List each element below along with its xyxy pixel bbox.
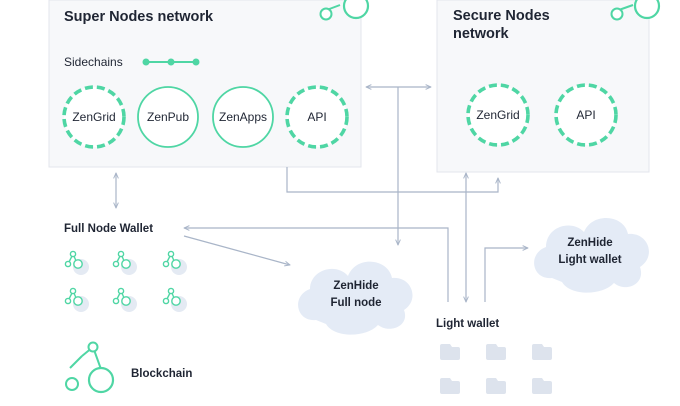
node-zengrid: ZenGrid	[62, 85, 126, 149]
secure-nodes-network: Secure Nodes network ZenGrid API	[436, 0, 661, 173]
arrow-fullwallet-to-zenhide	[183, 235, 290, 265]
svg-text:ZenApps: ZenApps	[219, 110, 267, 124]
wallet-icon	[532, 378, 552, 394]
connection-arrows	[116, 87, 528, 302]
zenhide-light-line2: Light wallet	[558, 254, 621, 266]
sidechains-chain-icon	[142, 58, 200, 66]
full-node-wallet-label: Full Node Wallet	[64, 223, 153, 235]
wallet-icon	[440, 344, 460, 360]
svg-text:ZenPub: ZenPub	[147, 110, 189, 124]
node-zenapps: ZenApps	[212, 86, 274, 148]
full-node-icon	[162, 287, 188, 313]
full-node-icon	[162, 250, 188, 276]
svg-text:ZenGrid: ZenGrid	[72, 110, 115, 124]
secure-node-api: API	[554, 83, 618, 147]
blockchain-label: Blockchain	[131, 368, 192, 380]
secure-nodes-box	[436, 0, 650, 173]
zenhide-full-node-cloud: ZenHide Full node	[298, 261, 413, 335]
secure-nodes-title-line1: Secure Nodes	[453, 8, 550, 24]
zenhide-full-line1: ZenHide	[333, 280, 378, 292]
full-node-icon	[112, 287, 138, 313]
secure-nodes-title-line2: network	[453, 26, 510, 42]
node-zenpub: ZenPub	[137, 86, 199, 148]
zenhide-full-line2: Full node	[330, 297, 381, 309]
full-node-wallet: Full Node Wallet	[64, 223, 188, 313]
light-wallet-label: Light wallet	[436, 318, 499, 330]
svg-text:API: API	[307, 110, 326, 124]
full-node-icon	[112, 250, 138, 276]
full-node-icon	[64, 287, 90, 313]
zenhide-light-wallet-cloud: ZenHide Light wallet	[534, 217, 649, 293]
wallet-icon	[486, 344, 506, 360]
light-wallet: Light wallet	[436, 318, 552, 394]
svg-text:ZenGrid: ZenGrid	[476, 108, 519, 122]
wallet-icon	[440, 378, 460, 394]
arrow-lightwallet-to-fullwallet	[184, 228, 449, 302]
arrow-api-to-secure-zengrid	[286, 167, 498, 193]
node-api: API	[285, 85, 349, 149]
blockchain-icon	[65, 341, 115, 394]
network-icon	[319, 0, 370, 21]
super-nodes-network: Super Nodes network Sidechains ZenGrid Z…	[48, 0, 370, 168]
svg-text:API: API	[576, 108, 595, 122]
sidechains-label: Sidechains	[64, 55, 123, 69]
wallet-icon	[486, 378, 506, 394]
secure-node-zengrid: ZenGrid	[466, 83, 530, 147]
zenhide-light-line1: ZenHide	[567, 237, 612, 249]
arrow-lightwallet-to-zenhide-light	[484, 248, 528, 302]
super-nodes-title: Super Nodes network	[64, 9, 214, 25]
network-icon	[610, 0, 661, 21]
blockchain: Blockchain	[65, 341, 192, 394]
full-node-icon	[64, 250, 90, 276]
wallet-icon	[532, 344, 552, 360]
